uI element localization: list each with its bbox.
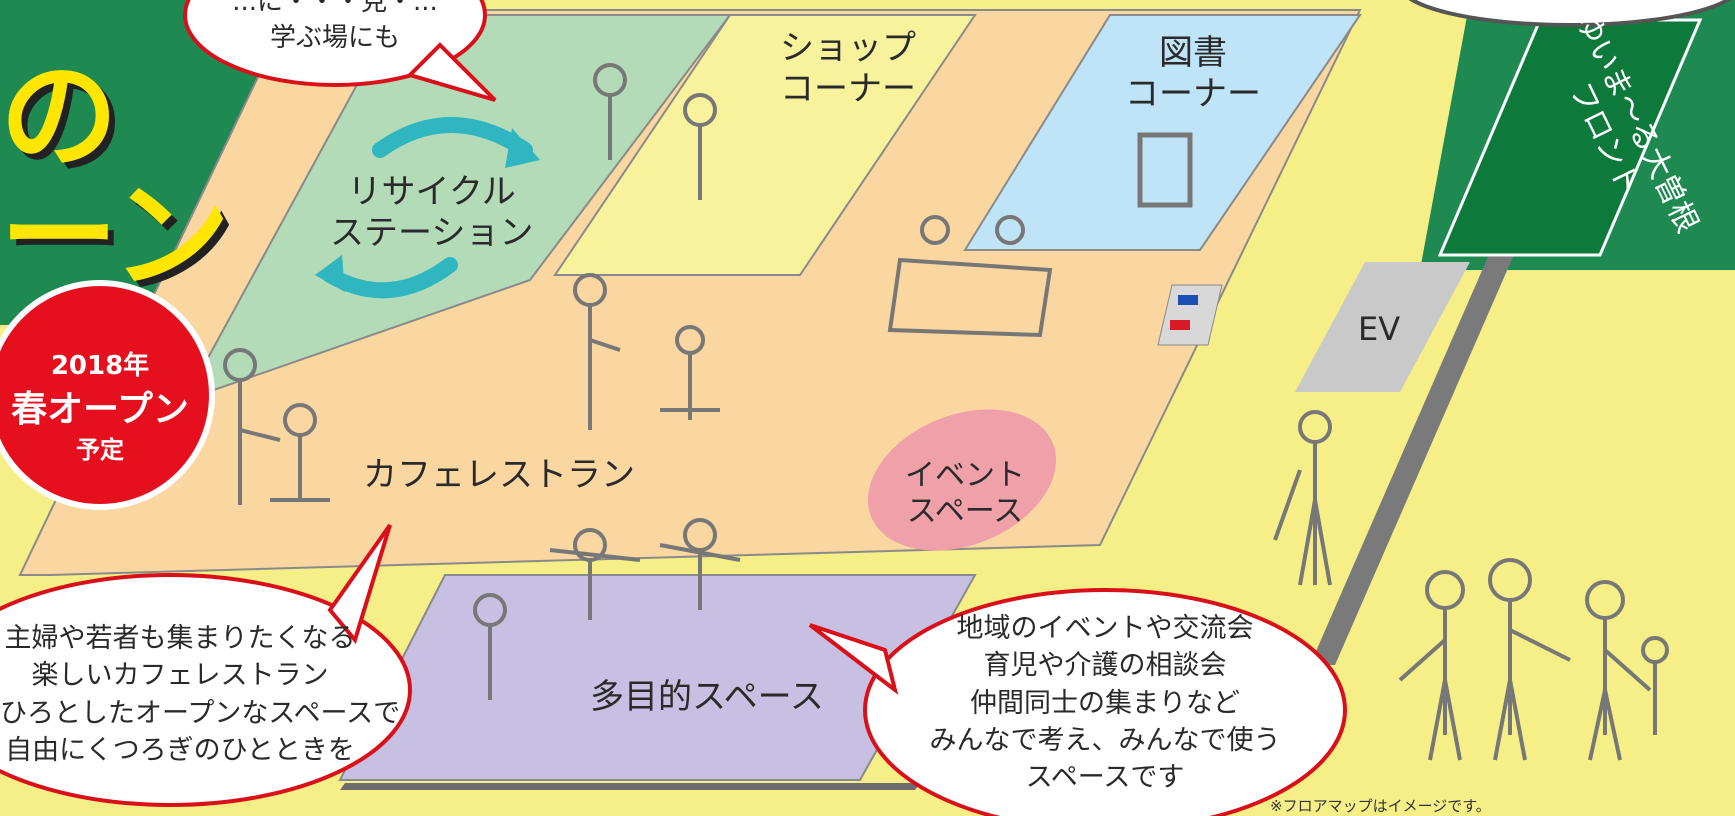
elevator-zone: [1295, 262, 1470, 392]
restroom-male-icon: [1178, 295, 1198, 305]
shop-zone: [553, 14, 977, 276]
bubble-bottom-center-line-3: 仲間同士の集まりなど: [970, 687, 1240, 719]
elevator-label: EV: [1358, 310, 1401, 348]
recycle-station-zone: [182, 14, 733, 402]
multipurpose-space-label: 多目的スペース: [590, 677, 824, 717]
recycle-arrow-icon: [372, 117, 533, 158]
bubble-bottom-center-line-4: みんなで考え、みんなで使う: [929, 724, 1281, 756]
restroom-female-icon: [1170, 320, 1190, 330]
badge-sub: 予定: [76, 436, 124, 464]
opening-badge: [0, 280, 215, 510]
bubble-bottom-center-text: 地域のイベントや交流会 育児や介護の相談会 仲間同士の集まりなど みんなで考え、…: [895, 610, 1315, 796]
bubble-top-left-line-2: 学ぶ場にも: [269, 22, 400, 53]
bubble-bottom-left-text: 主婦や若者も集まりたくなる 楽しいカフェレストラン ひろとしたオープンなスペース…: [0, 620, 401, 769]
badge-year: 2018年: [50, 351, 150, 381]
book-icon: [1137, 132, 1193, 208]
title-fragment-1: の: [0, 47, 119, 185]
bubble-top-left-text: ...に・・・見・... 学ぶ場にも: [225, 0, 445, 57]
footnote: ※フロアマップはイメージです。: [1270, 797, 1491, 815]
bubble-bottom-left-line-4: 自由にくつろぎのひとときを: [5, 734, 355, 766]
shop-corner-label: ショップ コーナー: [780, 28, 916, 109]
badge-main: 春オープン: [11, 389, 189, 430]
bubble-top-left: [183, 0, 487, 87]
bubble-bottom-left: [0, 573, 412, 807]
bubble-top-left-tail: [406, 42, 497, 102]
wall-edge-base: [340, 783, 920, 790]
bubble-bottom-left-tail: [327, 523, 392, 645]
event-space-label: イベント スペース: [905, 458, 1025, 529]
recycle-arrow-head-icon: [505, 128, 540, 168]
bubble-bottom-center-line-1: 地域のイベントや交流会: [956, 613, 1254, 644]
bubble-bottom-left-line-2: 楽しいカフェレストラン: [31, 660, 329, 692]
bubble-bottom-left-line-3: ひろとしたオープンなスペースで: [0, 697, 401, 729]
event-space-zone: [867, 409, 1057, 551]
cafe-restaurant-label: カフェレストラン: [363, 455, 635, 495]
bubble-bottom-center-line-2: 育児や介護の相談会: [983, 650, 1227, 682]
recycle-arrow-head-icon-2: [315, 255, 345, 292]
title-fragment-2: ーン: [0, 167, 231, 305]
library-corner-label: 図書 コーナー: [1125, 33, 1261, 114]
recycle-station-label: リサイクル ステーション: [330, 172, 534, 253]
bubble-bottom-center: [863, 588, 1347, 816]
bubble-bottom-center-line-5: スペースです: [1025, 762, 1185, 793]
bubble-bottom-center-tail: [808, 623, 899, 696]
bubble-top-left-line-1: ...に・・・見・...: [232, 0, 438, 17]
people-illustrations: [223, 63, 1669, 761]
bubble-top-right: [1408, 0, 1732, 27]
bubble-bottom-left-line-1: 主婦や若者も集まりたくなる: [4, 623, 356, 654]
